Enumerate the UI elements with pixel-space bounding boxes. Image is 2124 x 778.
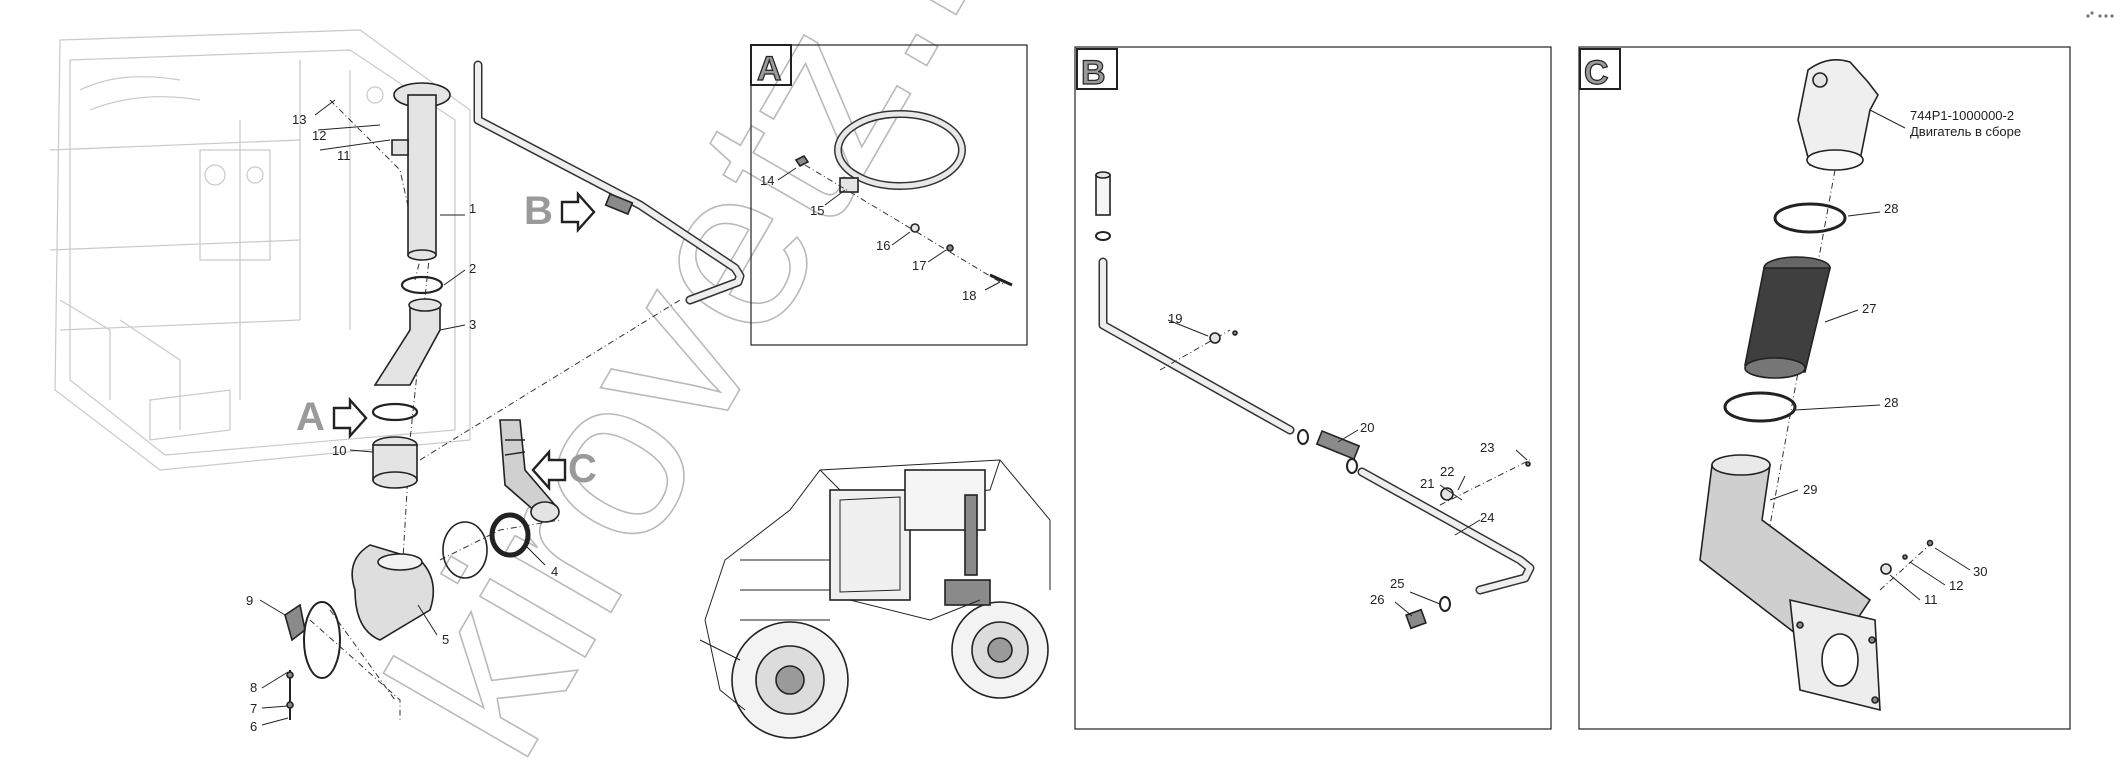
panel-c-label-12: 12	[1949, 578, 1963, 593]
panel-a-label-14: 14	[760, 173, 774, 188]
main-label-8: 8	[250, 680, 257, 695]
panel-b-label-23: 23	[1480, 440, 1494, 455]
detail-panel-a: A 14 15 16 17 18	[750, 44, 1028, 346]
panel-b-label-26: 26	[1370, 592, 1384, 607]
panel-a-label-16: 16	[876, 238, 890, 253]
main-label-4: 4	[551, 564, 558, 579]
callout-c-letter: C	[568, 447, 597, 491]
callout-b-letter: B	[524, 189, 553, 233]
tractor-illustration	[699, 459, 1051, 739]
panel-c-label-11: 11	[1924, 592, 1938, 607]
assembly-name: Двигатель в сборе	[1910, 124, 2021, 139]
main-label-1: 1	[469, 201, 476, 216]
panel-b-label-19: 19	[1168, 311, 1182, 326]
panel-a-label-18: 18	[962, 288, 976, 303]
panel-a-letter: A	[757, 50, 782, 88]
main-label-6: 6	[250, 719, 257, 734]
panel-c-label-27: 27	[1862, 301, 1876, 316]
callout-b-arrow-icon	[560, 190, 596, 234]
panel-c-letter: C	[1584, 54, 1609, 92]
main-label-13: 13	[292, 112, 306, 127]
panel-b-label-25: 25	[1390, 576, 1404, 591]
panel-a-label-17: 17	[912, 258, 926, 273]
assembly-code: 744Р1-1000000-2	[1910, 108, 2014, 123]
cab-outline-background	[49, 29, 471, 471]
panel-b-label-21: 21	[1420, 476, 1434, 491]
main-label-5: 5	[442, 632, 449, 647]
corner-dots-icon	[2086, 11, 2114, 18]
main-label-10: 10	[332, 443, 346, 458]
callout-c-arrow-icon	[531, 448, 567, 492]
detail-panel-c: C 744Р1-1000000-2 Двигатель в сборе 28 2…	[1578, 46, 2071, 730]
panel-c-label-30: 30	[1973, 564, 1987, 579]
panel-c-label-28-bottom: 28	[1884, 395, 1898, 410]
panel-a-label-15: 15	[810, 203, 824, 218]
detail-panel-b: B 19 20 21 22 23 24 25 26	[1074, 46, 1552, 730]
main-label-2: 2	[469, 261, 476, 276]
panel-c-label-29: 29	[1803, 482, 1817, 497]
panel-b-label-24: 24	[1480, 510, 1494, 525]
main-label-7: 7	[250, 701, 257, 716]
main-label-3: 3	[469, 317, 476, 332]
panel-b-letter: B	[1081, 54, 1106, 92]
main-label-11: 11	[337, 148, 351, 163]
main-label-9: 9	[246, 593, 253, 608]
main-exploded-view: 13 12 11 1 2 3 10 9 8 7 6 5 4 A B C	[246, 60, 745, 734]
panel-b-label-22: 22	[1440, 464, 1454, 479]
callout-a-arrow-icon	[332, 396, 368, 440]
main-label-12: 12	[312, 128, 326, 143]
panel-c-label-28-top: 28	[1884, 201, 1898, 216]
callout-a-letter: A	[296, 395, 325, 439]
panel-b-label-20: 20	[1360, 420, 1374, 435]
